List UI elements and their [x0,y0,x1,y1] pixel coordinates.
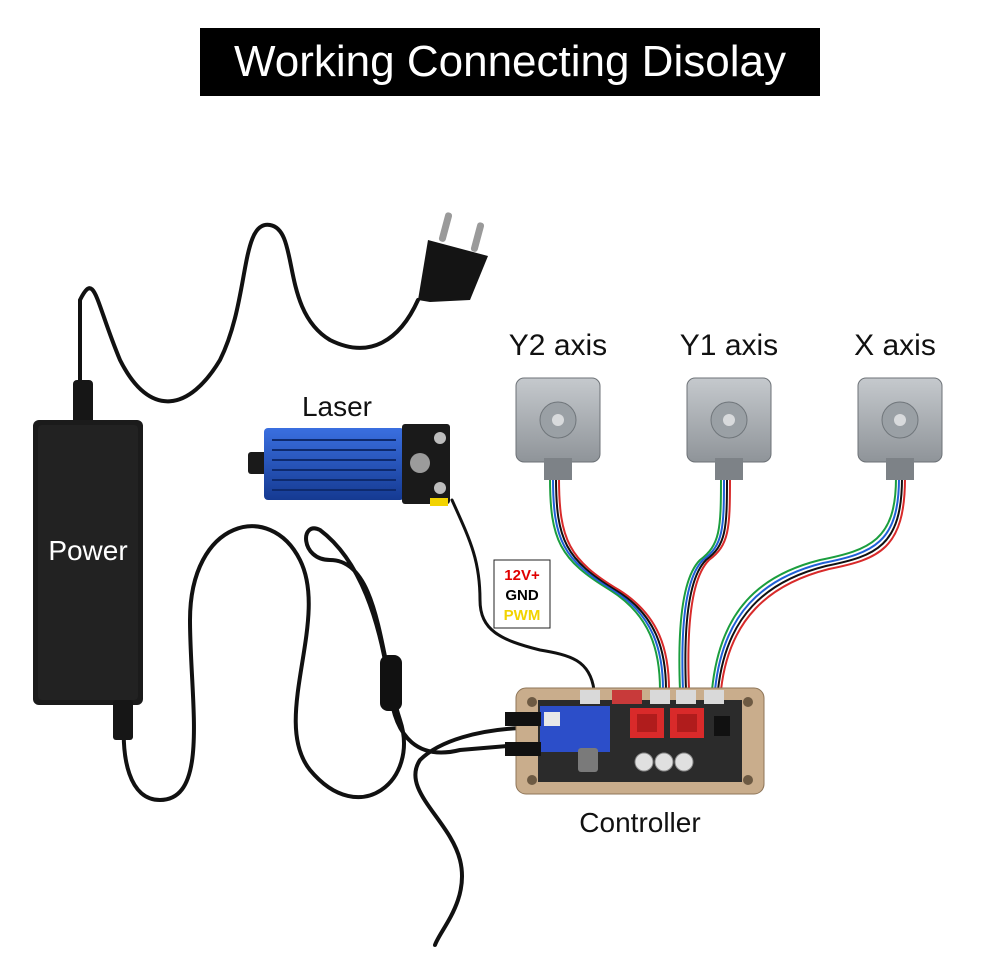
cables [78,222,596,947]
diagram-title: Working Connecting Disolay [200,28,820,96]
motor-y1: Y1 axis [680,329,778,480]
y2-label: Y2 axis [509,329,607,362]
power-label: Power [48,535,127,566]
usb-cable [413,726,522,947]
pin-pwm-label: PWM [504,607,541,624]
x-label: X axis [854,329,936,362]
y1-wires [678,477,731,691]
motor-y2: Y2 axis [509,329,607,480]
motor-wires [549,477,906,691]
x-wires [711,477,906,691]
ferrite-bead [380,655,402,711]
y2-wires [549,477,670,691]
laser-module: Laser [248,391,450,506]
power-supply: Power [33,380,143,740]
pin-gnd-label: GND [505,587,539,604]
motor-x: X axis [854,329,943,480]
mains-plug [418,212,488,302]
pin-12v-label: 12V+ [504,567,540,584]
mains-cable [78,222,420,422]
controller-board: Controller [505,687,765,838]
power-output-cable [121,524,522,803]
y1-label: Y1 axis [680,329,778,362]
laser-pin-legend: 12V+ GND PWM [493,559,551,629]
controller-label: Controller [579,807,700,838]
laser-cable [450,498,596,692]
laser-label: Laser [302,391,372,422]
